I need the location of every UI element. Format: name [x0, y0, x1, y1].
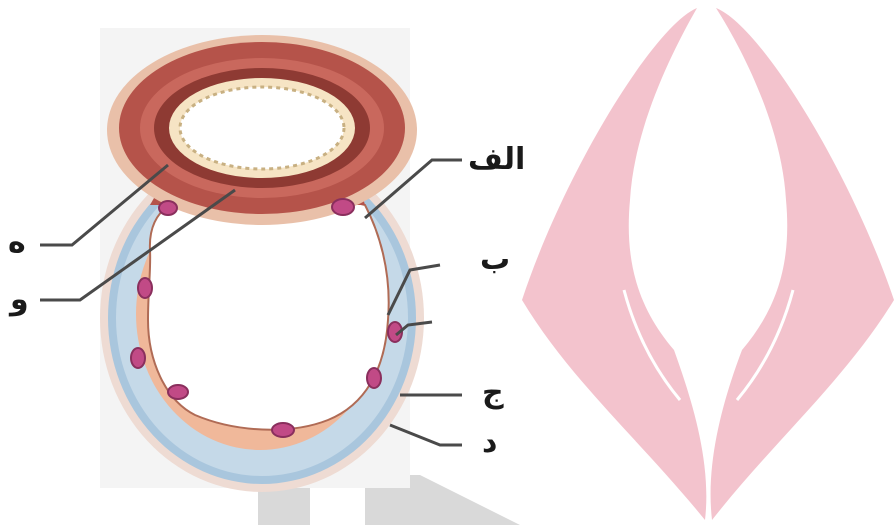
nucleus: [159, 201, 177, 215]
label-jim: ج: [482, 378, 504, 408]
watermark-logo: [522, 8, 894, 520]
nucleus: [332, 199, 354, 215]
label-alef: الف: [468, 145, 525, 175]
artery-lumen: [180, 87, 344, 169]
label-he: ه: [8, 228, 26, 258]
nucleus: [168, 385, 188, 399]
label-vav: و: [10, 285, 29, 315]
nucleus: [272, 423, 294, 437]
nucleus: [138, 278, 152, 298]
nucleus: [367, 368, 381, 388]
label-dal: د: [482, 428, 497, 458]
label-be: ب: [480, 245, 510, 275]
nucleus: [131, 348, 145, 368]
